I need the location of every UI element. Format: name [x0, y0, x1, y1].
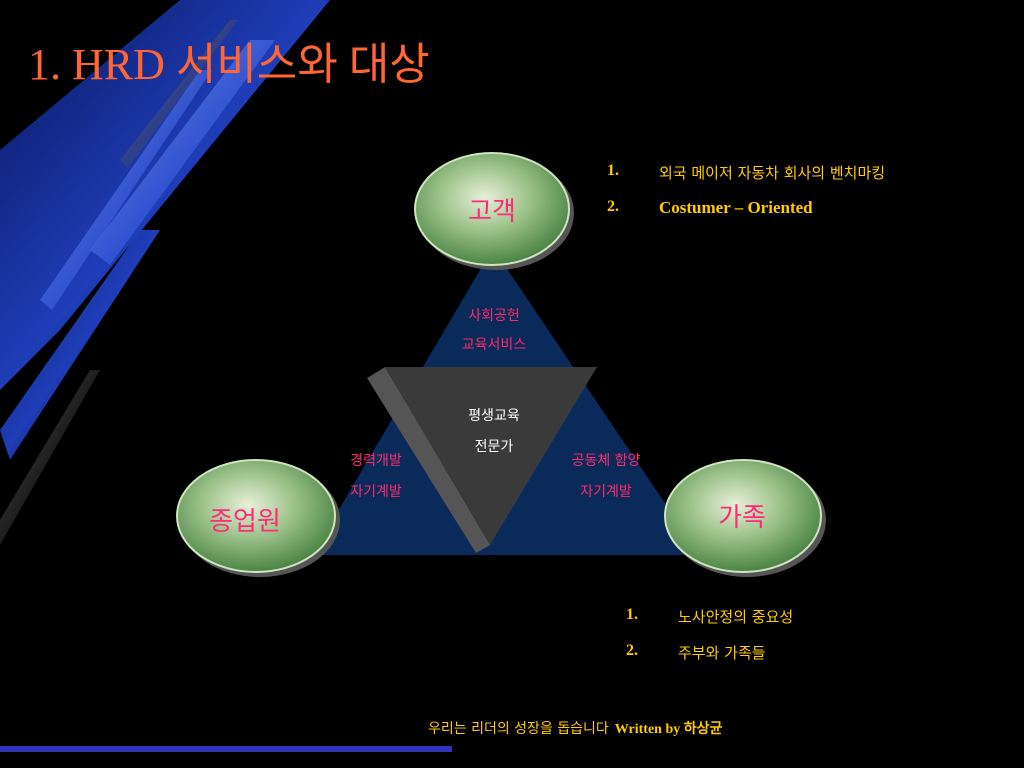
center-line2: 전문가: [475, 439, 514, 455]
footer-author: Written by 하상균: [614, 722, 723, 737]
footer: 우리는 리더의 성장을 돕습니다 Written by 하상균: [428, 718, 722, 738]
node-right-label: 가족: [718, 503, 766, 533]
top-section-line2: 교육서비스: [462, 337, 527, 353]
right-section-line2: 자기계발: [580, 484, 632, 500]
top-list: 1. 외국 메이저 자동차 회사의 벤치마킹 2. Costumer – Ori…: [607, 162, 1007, 234]
list-item-text: 주부와 가족들: [678, 644, 766, 662]
node-left-label: 종업원: [209, 507, 281, 537]
top-section-line1: 사회공헌: [468, 308, 520, 324]
node-right: [664, 459, 826, 577]
node-top-label: 고객: [468, 197, 516, 227]
list-item-number: 1.: [626, 606, 638, 623]
list-item-number: 2.: [626, 642, 638, 659]
list-item-text: 노사안정의 중요성: [678, 608, 794, 626]
center-line1: 평생교육: [468, 408, 520, 424]
list-item-number: 2.: [607, 198, 619, 215]
right-section-line1: 공동체 함양: [572, 453, 641, 469]
list-item: 1. 외국 메이저 자동차 회사의 벤치마킹: [607, 162, 1007, 198]
list-item: 2. 주부와 가족들: [626, 642, 1006, 678]
footer-slogan: 우리는 리더의 성장을 돕습니다: [428, 721, 609, 737]
left-section-line1: 경력개발: [350, 453, 402, 469]
list-item-number: 1.: [607, 162, 619, 179]
inner-triangle-shadow: [367, 367, 490, 553]
node-top: [414, 152, 574, 270]
node-left: [176, 459, 340, 577]
inner-triangle: [385, 367, 597, 545]
list-item: 1. 노사안정의 중요성: [626, 606, 1006, 642]
bottom-accent-bar: [0, 746, 452, 752]
bottom-list: 1. 노사안정의 중요성 2. 주부와 가족들: [626, 606, 1006, 678]
left-section-line2: 자기계발: [350, 484, 402, 500]
list-item-text: Costumer – Oriented: [659, 198, 813, 217]
list-item: 2. Costumer – Oriented: [607, 198, 1007, 234]
list-item-text: 외국 메이저 자동차 회사의 벤치마킹: [659, 164, 886, 182]
slide-title: 1. HRD 서비스와 대상: [28, 40, 430, 89]
